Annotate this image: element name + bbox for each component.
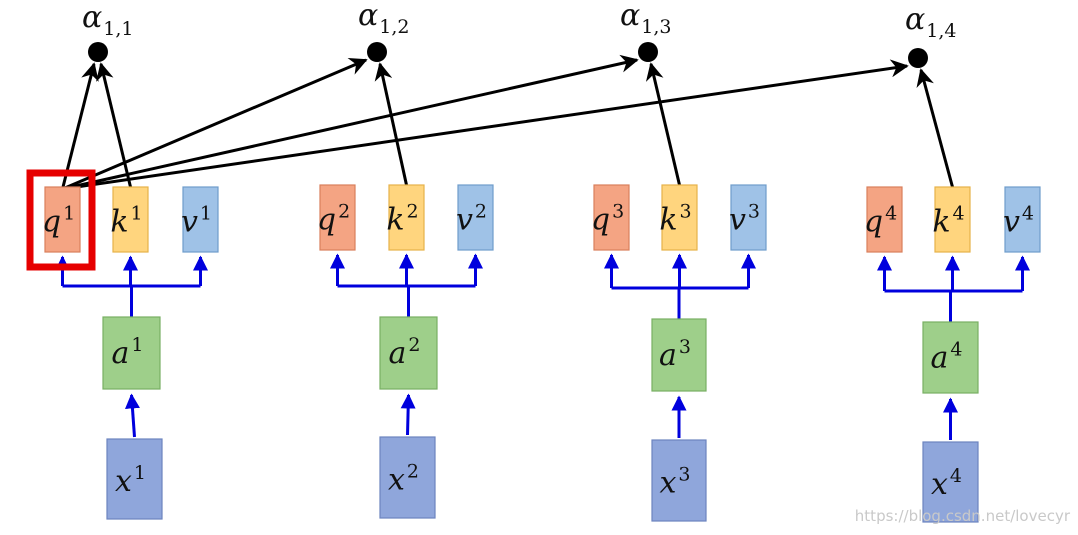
boxes-layer <box>44 42 1041 523</box>
x4-box <box>922 441 979 523</box>
v1-box <box>182 186 219 253</box>
a2-box <box>379 316 438 390</box>
x1-box <box>106 438 163 520</box>
alpha-1-1-label: α1,1 <box>82 0 133 40</box>
arrow-q1-to-alpha-1-3 <box>62 54 639 191</box>
k4-box <box>934 186 971 253</box>
watermark: https://blog.csdn.net/lovecyr <box>854 507 1070 525</box>
a4-box <box>922 321 979 394</box>
v3-box <box>730 184 767 251</box>
alpha-1-2-label: α1,2 <box>358 0 409 38</box>
x2-box <box>379 436 436 519</box>
v4-box <box>1004 186 1041 253</box>
arrow-k4-to-alpha <box>916 68 954 188</box>
arrows-layer <box>55 54 1030 440</box>
arrow-q1-to-alpha-1-2 <box>61 58 368 191</box>
q4-box <box>866 186 903 253</box>
alpha-1-4-label: α1,4 <box>905 2 956 42</box>
alpha-1-2-dot <box>367 42 387 62</box>
q1-box <box>44 186 81 253</box>
q3-box <box>593 184 630 251</box>
v2-box <box>457 184 494 251</box>
alpha-1-3-label: α1,3 <box>620 0 671 38</box>
arrow-q1-to-alpha-1-1 <box>61 62 99 190</box>
k3-box <box>661 184 698 251</box>
x3-box <box>651 439 707 522</box>
q1-highlight-box <box>26 169 96 271</box>
alpha-1-1-dot <box>88 42 108 62</box>
alpha-1-3-dot <box>638 42 658 62</box>
arrow-x1-to-a1 <box>124 393 140 438</box>
q2-box <box>319 184 356 251</box>
arrow-k3-to-alpha <box>645 62 681 186</box>
k1-box <box>112 186 149 253</box>
k2-box <box>388 184 425 251</box>
arrow-k2-to-alpha <box>374 62 408 186</box>
arrow-k1-to-alpha <box>96 62 132 188</box>
a3-box <box>651 318 707 392</box>
a1-box <box>102 316 161 390</box>
alpha-1-4-dot <box>908 48 928 68</box>
arrow-q1-to-alpha-1-4 <box>62 59 909 191</box>
arrow-x2-to-a2 <box>400 393 416 436</box>
